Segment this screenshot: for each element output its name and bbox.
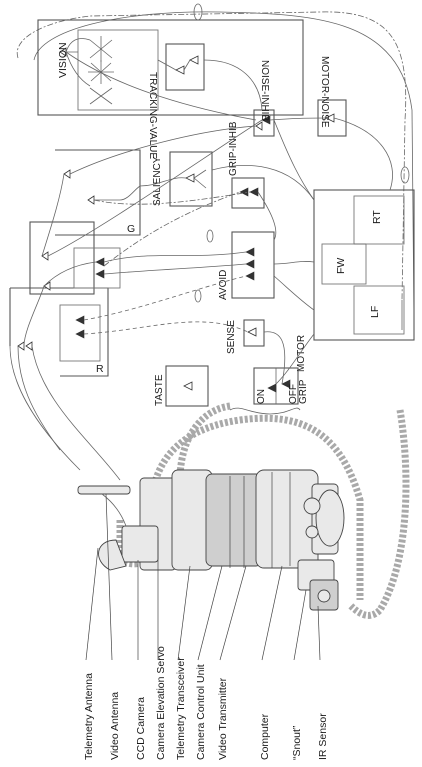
sense-neuron-icon [248,328,256,336]
r-label: R [96,363,104,375]
outer-wiring [17,4,414,330]
motor-label: MOTOR [296,335,307,372]
grip-inhib-module: GRIP-INHIB [228,121,264,208]
motor-rt-label: RT [371,210,383,224]
avoid-neuron-icon [246,248,254,256]
motor-fw-label: FW [335,258,347,274]
grip-module: ON OFF GRIP [254,368,309,404]
hardware-labels: Telemetry Antenna Video Antenna CCD Came… [83,646,329,760]
hw-label-video-transmitter: Video Transmitter [217,677,229,760]
g-label: G [127,223,135,235]
grip-inhib-neuron-icon [240,188,248,196]
grip-label: GRIP [298,379,309,404]
taste-label: TASTE [154,374,165,406]
hw-label-snout: “Snout” [291,725,303,760]
vision-label: VISION [57,42,69,78]
hw-label-telemetry-transceiver: Telemetry Transceiver [175,657,187,760]
saliency-module: SALIENCY [152,152,212,206]
r-module: R [10,288,108,376]
hw-label-camera-elevation-servo: Camera Elevation Servo [155,646,167,760]
tracking-value-label: TRACKING-VALUE [147,72,158,159]
noise-inhib-label: NOISE-INHIB [259,60,270,121]
processing-boxes [18,222,120,350]
hw-label-video-antenna: Video Antenna [109,692,121,760]
grip-brace [230,408,300,414]
hw-label-ir-sensor: IR Sensor [317,713,329,760]
avoid-module: AVOID [218,232,274,300]
saliency-label: SALIENCY [152,156,163,206]
grip-on-label: ON [256,389,267,404]
motor-noise-module: MOTOR-NOISE [318,56,346,136]
sense-module: SENSE [226,320,264,354]
hw-label-telemetry-antenna: Telemetry Antenna [83,673,95,760]
vision-target-cell-3 [90,88,112,104]
video-antenna [78,486,130,494]
r-neuron-icon [76,316,84,324]
sense-label: SENSE [226,320,237,354]
hw-label-computer: Computer [259,713,271,760]
motor-lf-label: LF [369,306,381,318]
hw-label-camera-control-unit: Camera Control Unit [195,664,207,760]
avoid-label: AVOID [218,270,229,300]
ccd-camera [122,526,158,562]
motor-noise-label: MOTOR-NOISE [319,56,330,128]
grip-neuron-icon [268,384,276,392]
g-neuron-icon [64,170,70,178]
motor-panel: RT FW LF [314,190,414,340]
saliency-neuron-icon [186,174,194,182]
taste-module: TASTE [154,366,208,406]
robot-mid-section [206,474,262,566]
hw-label-ccd-camera: CCD Camera [135,697,147,760]
vision-target-cell-1 [90,36,112,62]
noise-inhib-module: NOISE-INHIB [254,60,274,136]
vision-target-cell-2 [88,60,114,84]
grip-inhib-label: GRIP-INHIB [228,121,239,176]
tracking-neuron-icon [176,66,184,74]
taste-neuron-icon [184,382,192,390]
